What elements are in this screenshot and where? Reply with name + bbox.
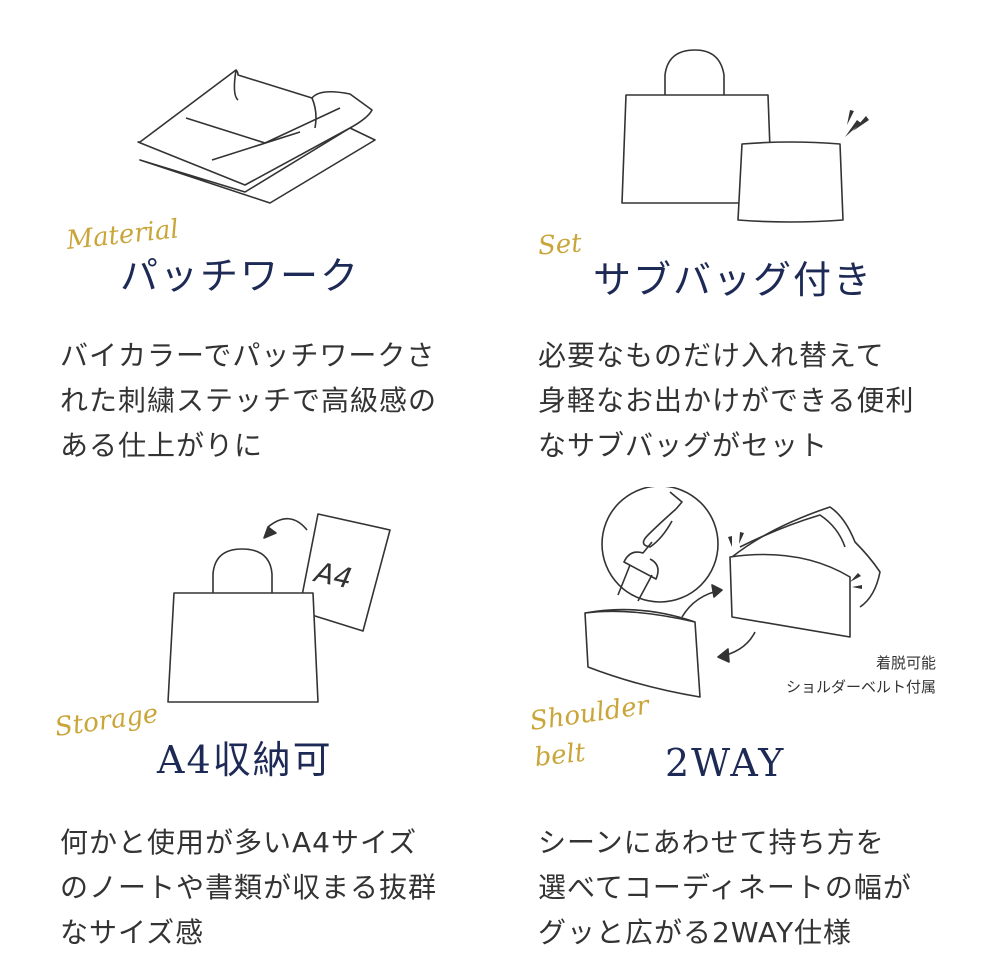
2way-description: シーンにあわせて持ち方を 選べてコーディネートの幅が グッと広がる2WAY仕様	[538, 820, 958, 955]
description-line: 身軽なお出かけができる便利	[538, 384, 915, 417]
bag-with-pouch-icon	[621, 49, 869, 223]
description-line: バイカラーでパッチワークさ	[60, 339, 436, 372]
storage-description: 何かと使用が多いA4サイズ のノートや書類が収まる抜群 なサイズ感	[60, 820, 480, 955]
feature-storage: A4 Storage A4収納可 何かと使用が多いA4サイズ のノートや書類が収…	[0, 487, 500, 974]
belt-label: belt	[533, 737, 587, 773]
set-heading: サブバッグ付き	[593, 258, 874, 302]
description-line: グッと広がる2WAY仕様	[538, 916, 853, 949]
description-line: 選べてコーディネートの幅が	[538, 871, 912, 904]
a4-storage-icon	[167, 513, 391, 703]
shoulder-belt-icon	[584, 487, 881, 698]
description-line: れた刺繍ステッチで高級感の	[60, 384, 438, 417]
feature-material: Material パッチワーク バイカラーでパッチワークさ れた刺繍ステッチで高…	[0, 0, 500, 487]
set-description: 必要なものだけ入れ替えて 身軽なお出かけができる便利 なサブバッグがセット	[538, 333, 958, 468]
description-line: なサイズ感	[60, 916, 205, 949]
patchwork-fabric-icon	[137, 69, 376, 204]
description-line: シーンにあわせて持ち方を	[538, 826, 885, 859]
description-line: 必要なものだけ入れ替えて	[538, 339, 885, 372]
description-line: のノートや書類が収まる抜群	[60, 871, 438, 904]
material-heading: パッチワーク	[120, 254, 361, 298]
2way-heading: 2WAY	[665, 741, 786, 785]
note-line: 着脱可能	[875, 654, 936, 672]
feature-2way: 着脱可能 ショルダーベルト付属 Shoulder belt 2WAY シーンにあ…	[500, 487, 1000, 974]
material-description: バイカラーでパッチワークさ れた刺繍ステッチで高級感の ある仕上がりに	[60, 333, 480, 468]
storage-heading: A4収納可	[157, 738, 333, 782]
description-line: なサブバッグがセット	[538, 429, 829, 462]
note-line: ショルダーベルト付属	[785, 678, 936, 696]
feature-set: Set サブバッグ付き 必要なものだけ入れ替えて 身軽なお出かけができる便利 な…	[500, 0, 1000, 487]
set-label: Set	[537, 228, 583, 262]
belt-note: 着脱可能 ショルダーベルト付属	[786, 651, 936, 699]
description-line: ある仕上がりに	[60, 429, 264, 462]
description-line: 何かと使用が多いA4サイズ	[60, 826, 418, 859]
